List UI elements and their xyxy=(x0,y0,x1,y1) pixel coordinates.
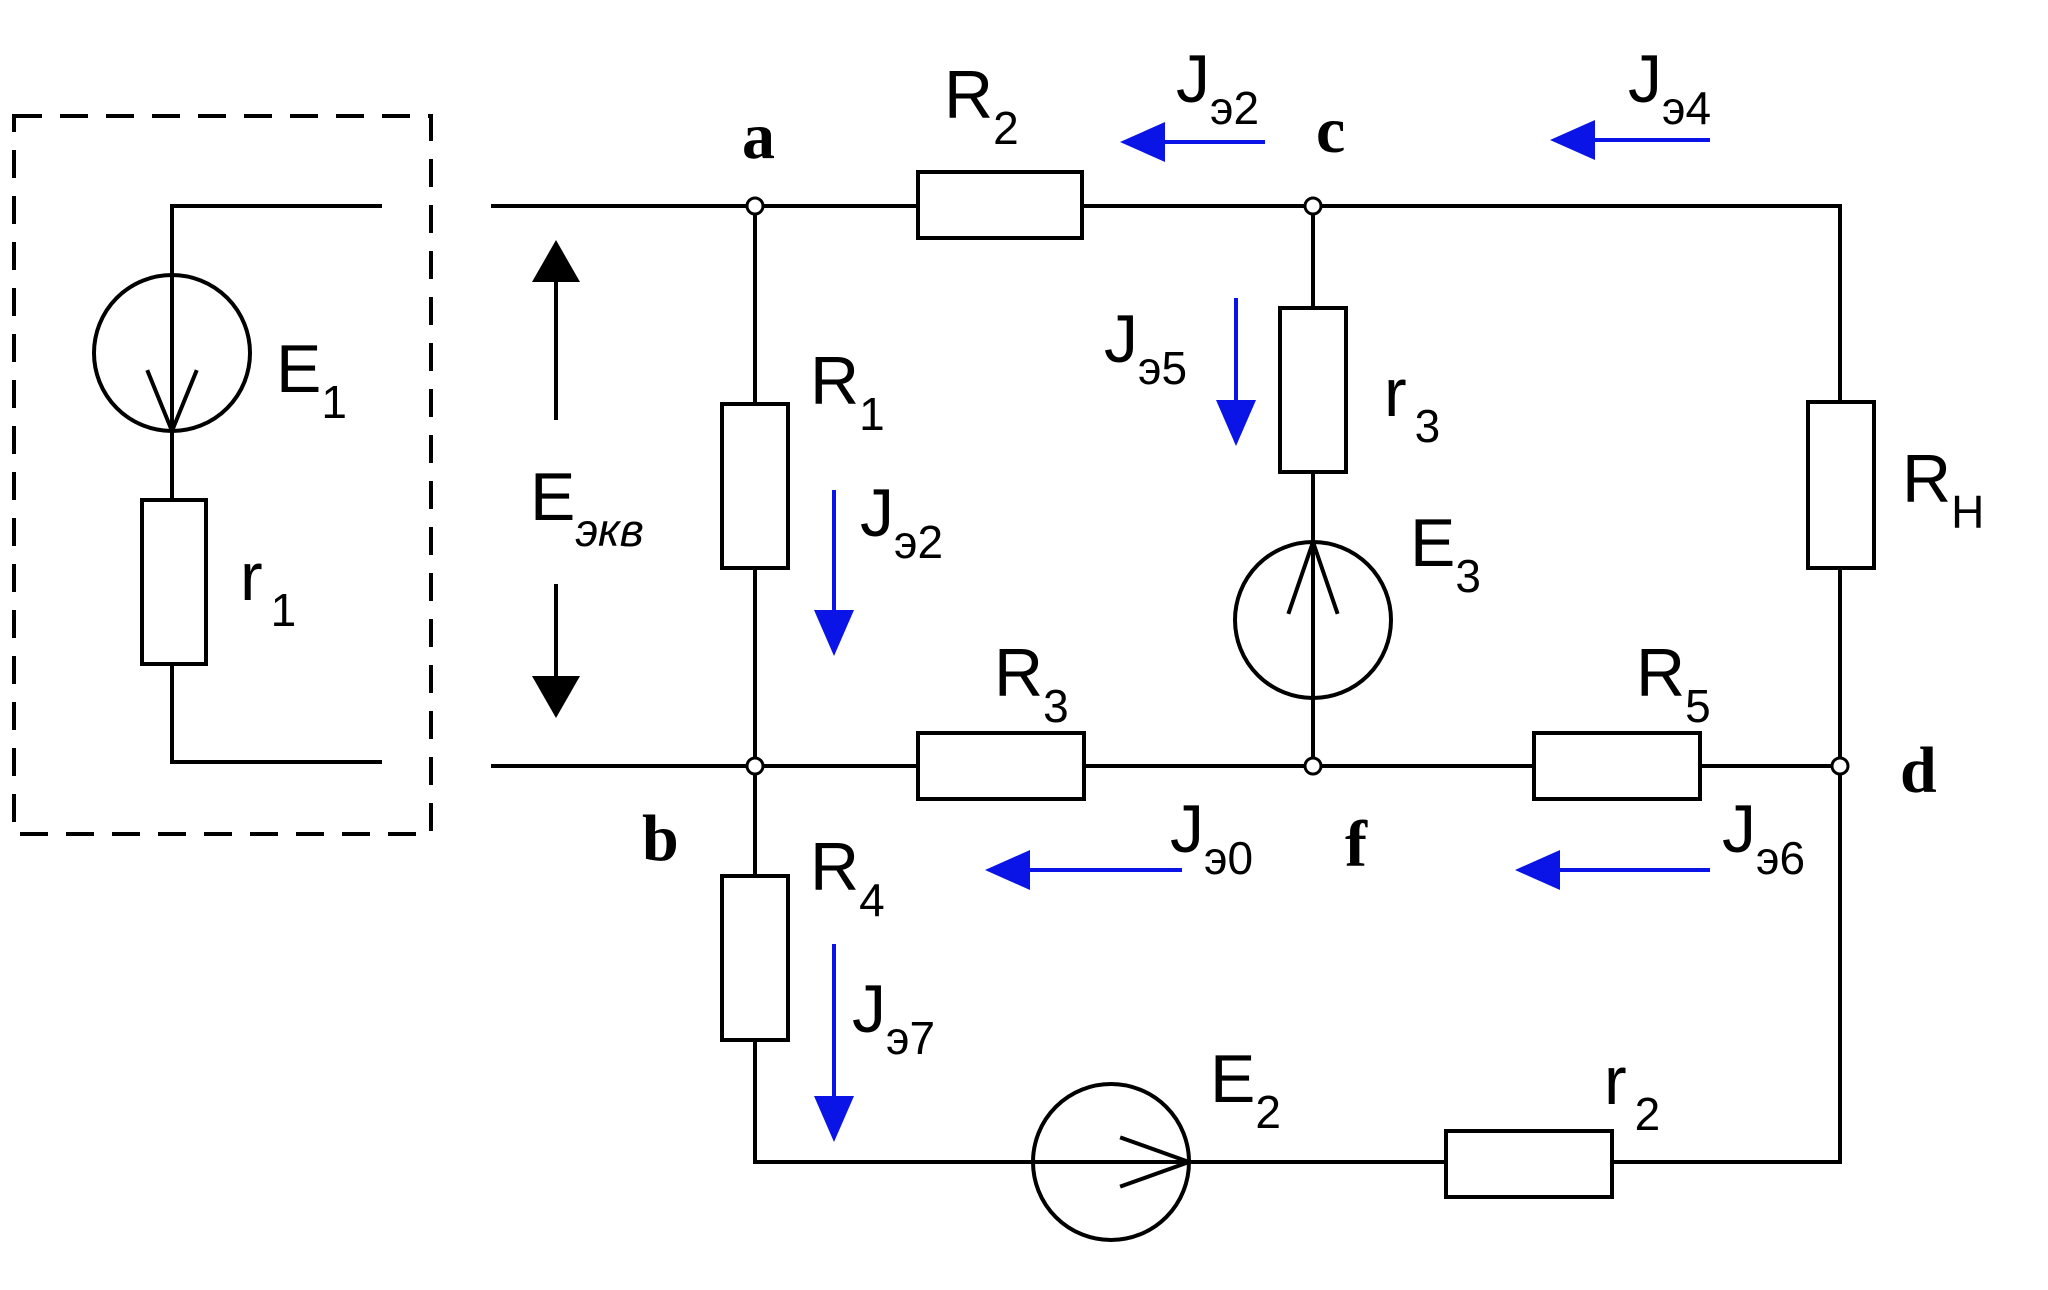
source-E3 xyxy=(1233,535,1393,700)
label-R3: R3 xyxy=(994,635,1069,732)
node-label-b: b xyxy=(642,802,679,875)
resistor-R4 xyxy=(720,874,790,1042)
label-RH: RН xyxy=(1902,441,1984,538)
eekv-double-arrow xyxy=(532,240,580,718)
resistor-R2 xyxy=(916,170,1084,240)
label-R1: R1 xyxy=(810,343,885,440)
label-J0: Jэ0 xyxy=(1170,791,1253,884)
source-E1 xyxy=(92,273,252,437)
label-E3: E3 xyxy=(1410,505,1481,602)
source-E2 xyxy=(1031,1082,1195,1242)
current-arrow-J2-top xyxy=(1120,122,1265,162)
node-d xyxy=(1830,756,1850,776)
current-arrow-J6 xyxy=(1515,850,1710,890)
current-arrow-J5 xyxy=(1216,298,1256,446)
equivalent-source-box xyxy=(12,114,433,836)
resistor-r3 xyxy=(1278,306,1348,474)
current-arrow-J7 xyxy=(814,944,854,1142)
node-label-a: a xyxy=(742,100,775,173)
label-J7: Jэ7 xyxy=(852,971,935,1064)
resistor-r1 xyxy=(140,498,208,666)
label-J4: Jэ4 xyxy=(1628,41,1711,134)
wire-c-d-right xyxy=(1308,204,1842,1164)
resistor-r2 xyxy=(1444,1129,1614,1199)
node-c xyxy=(1303,196,1323,216)
label-J5: Jэ5 xyxy=(1104,301,1187,394)
label-R2: R2 xyxy=(944,57,1019,154)
label-J2-left: Jэ2 xyxy=(860,475,943,568)
label-R4: R4 xyxy=(810,829,885,926)
label-J2-top: Jэ2 xyxy=(1176,41,1259,134)
node-label-f: f xyxy=(1345,808,1368,881)
wire-source-bottom xyxy=(170,662,382,764)
node-label-c: c xyxy=(1316,94,1345,167)
label-E2: E2 xyxy=(1210,1041,1281,1138)
current-arrow-J4 xyxy=(1550,120,1710,160)
label-J6: Jэ6 xyxy=(1722,791,1805,884)
resistor-R1 xyxy=(720,402,790,570)
node-b xyxy=(745,756,765,776)
node-f xyxy=(1303,756,1323,776)
node-label-d: d xyxy=(1900,734,1937,807)
current-arrow-J0 xyxy=(985,850,1182,890)
resistor-RH xyxy=(1806,400,1876,570)
node-a xyxy=(745,196,765,216)
wire-b-bottom-loop xyxy=(753,764,1842,1164)
label-E1: E1 xyxy=(276,331,347,428)
current-arrow-J2-left xyxy=(814,490,854,656)
resistor-R3 xyxy=(916,731,1086,801)
label-Eekv: Eэкв xyxy=(530,459,644,556)
resistor-R5 xyxy=(1532,731,1702,801)
label-R5: R5 xyxy=(1636,635,1711,732)
